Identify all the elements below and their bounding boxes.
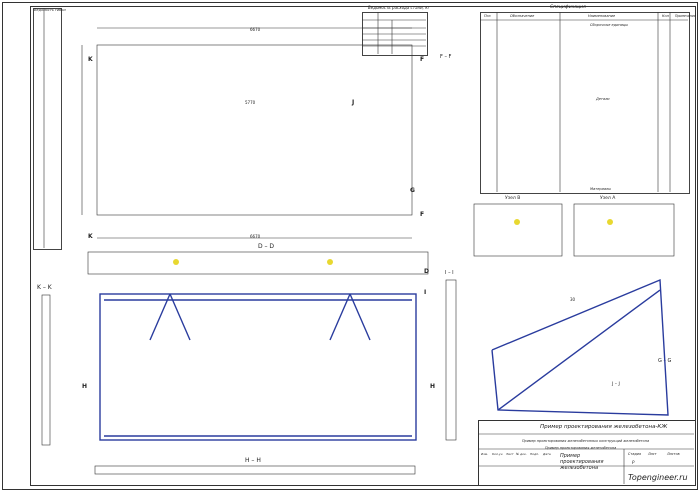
node-a-title: Узел А — [600, 196, 616, 201]
inner-frame — [30, 6, 696, 486]
section-ff-title: F – F — [440, 54, 452, 60]
site-label: Topengineer.ru — [628, 473, 688, 482]
bend-schedule-table — [33, 8, 62, 250]
section-jj-title: J – J — [612, 382, 620, 387]
spec-section-details: Детали — [596, 97, 610, 101]
bend-schedule-title: Ведомость гибки — [34, 8, 66, 12]
stamp-col-4: Подп. — [530, 452, 540, 456]
stamp-col-5: Дата — [543, 452, 551, 456]
callout-g: G — [410, 187, 415, 194]
title-line-b: Пример проектирования железобетона — [545, 446, 617, 450]
section-ii-title: I – I — [445, 270, 454, 276]
spec-title: Спецификация — [550, 5, 586, 10]
callout-h-right: H — [430, 383, 436, 390]
callout-d: D — [424, 268, 429, 275]
callout-f-top: F — [420, 56, 425, 63]
section-kk-title: K – K — [37, 284, 52, 291]
callout-k-top: K — [88, 56, 93, 63]
callout-h-left: H — [82, 383, 88, 390]
spec-header-designation: Обозначение — [510, 14, 535, 18]
callout-k-bottom: K — [88, 233, 93, 240]
dim-d30: 30 — [570, 297, 576, 302]
drawing-title: Пример проектирования железобетона — [560, 453, 604, 471]
spec-header-pos: Поз — [484, 14, 491, 18]
spec-header-qty: Кол — [662, 14, 669, 18]
col-sheet: Лист — [648, 452, 657, 456]
stage-value: Р — [632, 460, 635, 465]
col-stage: Стадия — [628, 452, 642, 456]
stamp-col-0: Изм. — [481, 452, 489, 456]
callout-f-bottom: F — [420, 211, 425, 218]
dim-overall-top: 6670 — [250, 27, 261, 32]
section-hh-title: H – H — [245, 457, 261, 464]
section-dd-title: D – D — [258, 243, 275, 250]
stamp-col-3: № док. — [516, 452, 527, 456]
callout-i: I — [424, 289, 427, 296]
spec-header-name: Наименование — [588, 14, 616, 18]
spec-table — [480, 12, 690, 194]
title-main: Пример проектирования железобетона-КЖ — [540, 424, 668, 430]
dim-inner: 5770 — [245, 100, 256, 105]
title-block — [478, 420, 696, 486]
spec-section-materials: Материалы — [590, 187, 611, 191]
stamp-col-2: Лист — [506, 452, 514, 456]
callout-j: J — [352, 99, 355, 106]
node-b-title: Узел В — [505, 196, 521, 201]
stamp-col-1: Кол.уч. — [492, 452, 504, 456]
spec-section-products: Сборочные единицы — [590, 23, 629, 27]
steel-table-title: Ведомость расхода стали, кг — [368, 5, 430, 10]
spec-header-note: Примечание — [675, 14, 696, 18]
dim-overall-bottom: 6670 — [250, 234, 261, 239]
title-line-a: Пример проектирования железобетонных кон… — [522, 439, 650, 443]
col-sheets: Листов — [667, 452, 680, 456]
